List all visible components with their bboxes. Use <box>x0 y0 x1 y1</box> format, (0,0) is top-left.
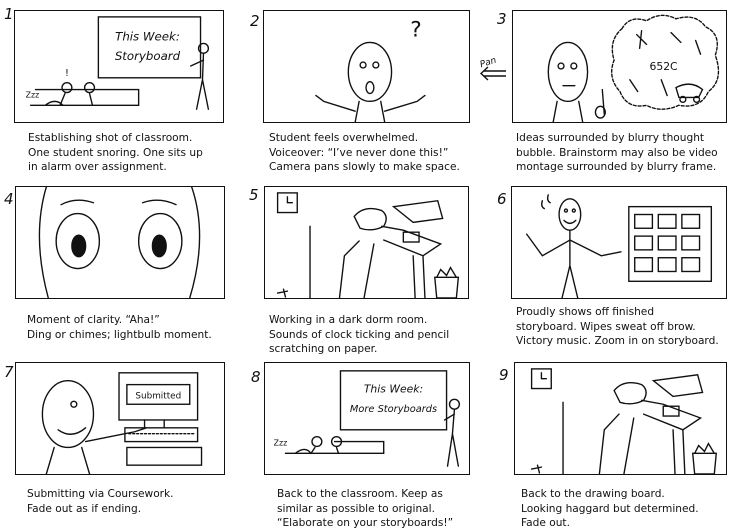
dorm-room-sketch <box>276 192 460 298</box>
snore-text: Zzz <box>274 439 288 448</box>
back-to-classroom-sketch: This Week: More Storyboards Zzz <box>274 370 461 467</box>
question-mark: ? <box>410 18 421 43</box>
panel-number: 4 <box>4 190 14 208</box>
panel-frame: ? <box>263 10 470 123</box>
panel-frame: This Week: More Storyboards Zzz <box>264 362 470 475</box>
panel-caption: Moment of clarity. “Aha!” Ding or chimes… <box>27 314 212 341</box>
panel-caption: Establishing shot of classroom. One stud… <box>28 132 203 173</box>
board-line-1: This Week: <box>364 382 423 395</box>
panel-frame: Submitted <box>15 362 225 475</box>
screen-text: Submitted <box>135 391 181 401</box>
panel-number: 5 <box>249 186 259 204</box>
drawing-board-sketch <box>530 368 718 474</box>
panel-frame: This Week: Storyboard Zzz ! <box>14 10 224 123</box>
clarity-face-sketch <box>38 187 201 298</box>
panel-number: 9 <box>499 366 509 384</box>
panel-caption: Student feels overwhelmed. Voiceover: “I… <box>269 132 460 173</box>
panel-number: 7 <box>4 363 14 381</box>
panel-number: 2 <box>250 12 260 30</box>
submitting-sketch: Submitted <box>41 372 203 474</box>
snore-text: Zzz <box>26 90 40 99</box>
bubble-text: 652C <box>649 60 677 73</box>
classroom-sketch: This Week: Storyboard Zzz ! <box>26 16 210 110</box>
panel-frame <box>264 186 469 299</box>
panel-caption: Submitting via Coursework. Fade out as i… <box>27 488 174 515</box>
panel-frame: 652C <box>512 10 727 123</box>
pan-arrow-icon <box>479 66 506 81</box>
panel-caption: Proudly shows off finished storyboard. W… <box>516 306 719 347</box>
panel-frame <box>15 186 225 299</box>
panel-frame <box>514 362 727 475</box>
brainstorm-sketch: 652C <box>547 14 720 122</box>
panel-frame <box>511 186 727 299</box>
alarm-mark: ! <box>65 68 69 79</box>
panel-caption: Ideas surrounded by blurry thought bubbl… <box>516 132 718 173</box>
board-line-2: More Storyboards <box>350 404 437 415</box>
board-line-2: Storyboard <box>115 49 181 63</box>
panel-number: 3 <box>497 10 507 28</box>
proud-student-sketch <box>525 194 713 298</box>
board-line-1: This Week: <box>115 29 180 43</box>
panel-number: 6 <box>497 190 507 208</box>
overwhelmed-student-sketch: ? <box>315 18 426 122</box>
panel-caption: Working in a dark dorm room. Sounds of c… <box>269 314 450 355</box>
panel-caption: Back to the drawing board. Looking hagga… <box>521 488 699 529</box>
panel-number: 8 <box>251 368 261 386</box>
panel-number: 1 <box>4 5 14 23</box>
panel-caption: Back to the classroom. Keep as similar a… <box>277 488 454 529</box>
